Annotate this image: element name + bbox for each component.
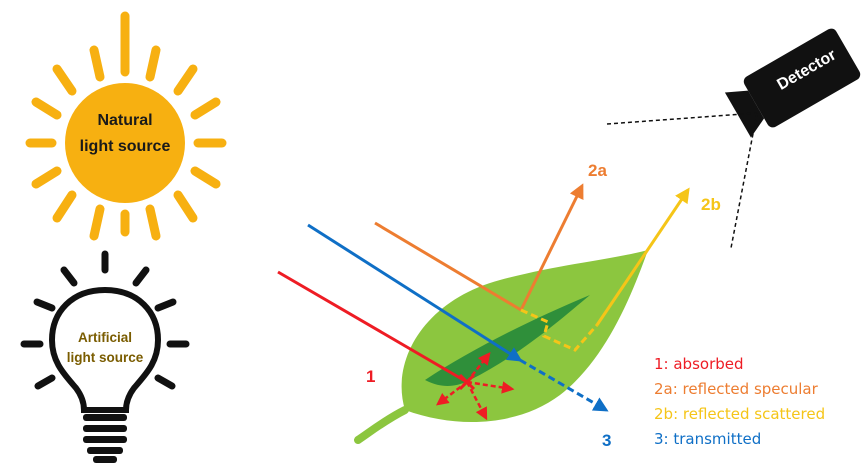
ray-transmitted — [307, 223, 609, 412]
detector-icon: Detector — [724, 28, 861, 138]
artificial-source-label-1: Artificial — [78, 330, 132, 345]
legend-absorbed: 1: absorbed — [654, 355, 744, 373]
light-bulb-icon — [20, 250, 190, 463]
ray-absorbed — [277, 270, 515, 421]
artificial-source-label-2: light source — [67, 350, 144, 365]
ray-label-1: 1 — [366, 367, 375, 386]
sun-icon — [25, 11, 227, 241]
ray-specular — [374, 183, 584, 312]
ray-label-2b: 2b — [701, 195, 721, 214]
natural-source-label-2: light source — [80, 138, 171, 155]
detector-field-of-view — [606, 112, 758, 249]
legend-specular: 2a: reflected specular — [654, 380, 818, 398]
legend-scattered: 2b: reflected scattered — [654, 405, 826, 423]
ray-label-2a: 2a — [588, 161, 607, 180]
ray-label-3: 3 — [602, 431, 611, 450]
natural-source-label-1: Natural — [97, 112, 152, 129]
legend-transmitted: 3: transmitted — [654, 430, 762, 448]
ray-scattered — [520, 187, 690, 352]
